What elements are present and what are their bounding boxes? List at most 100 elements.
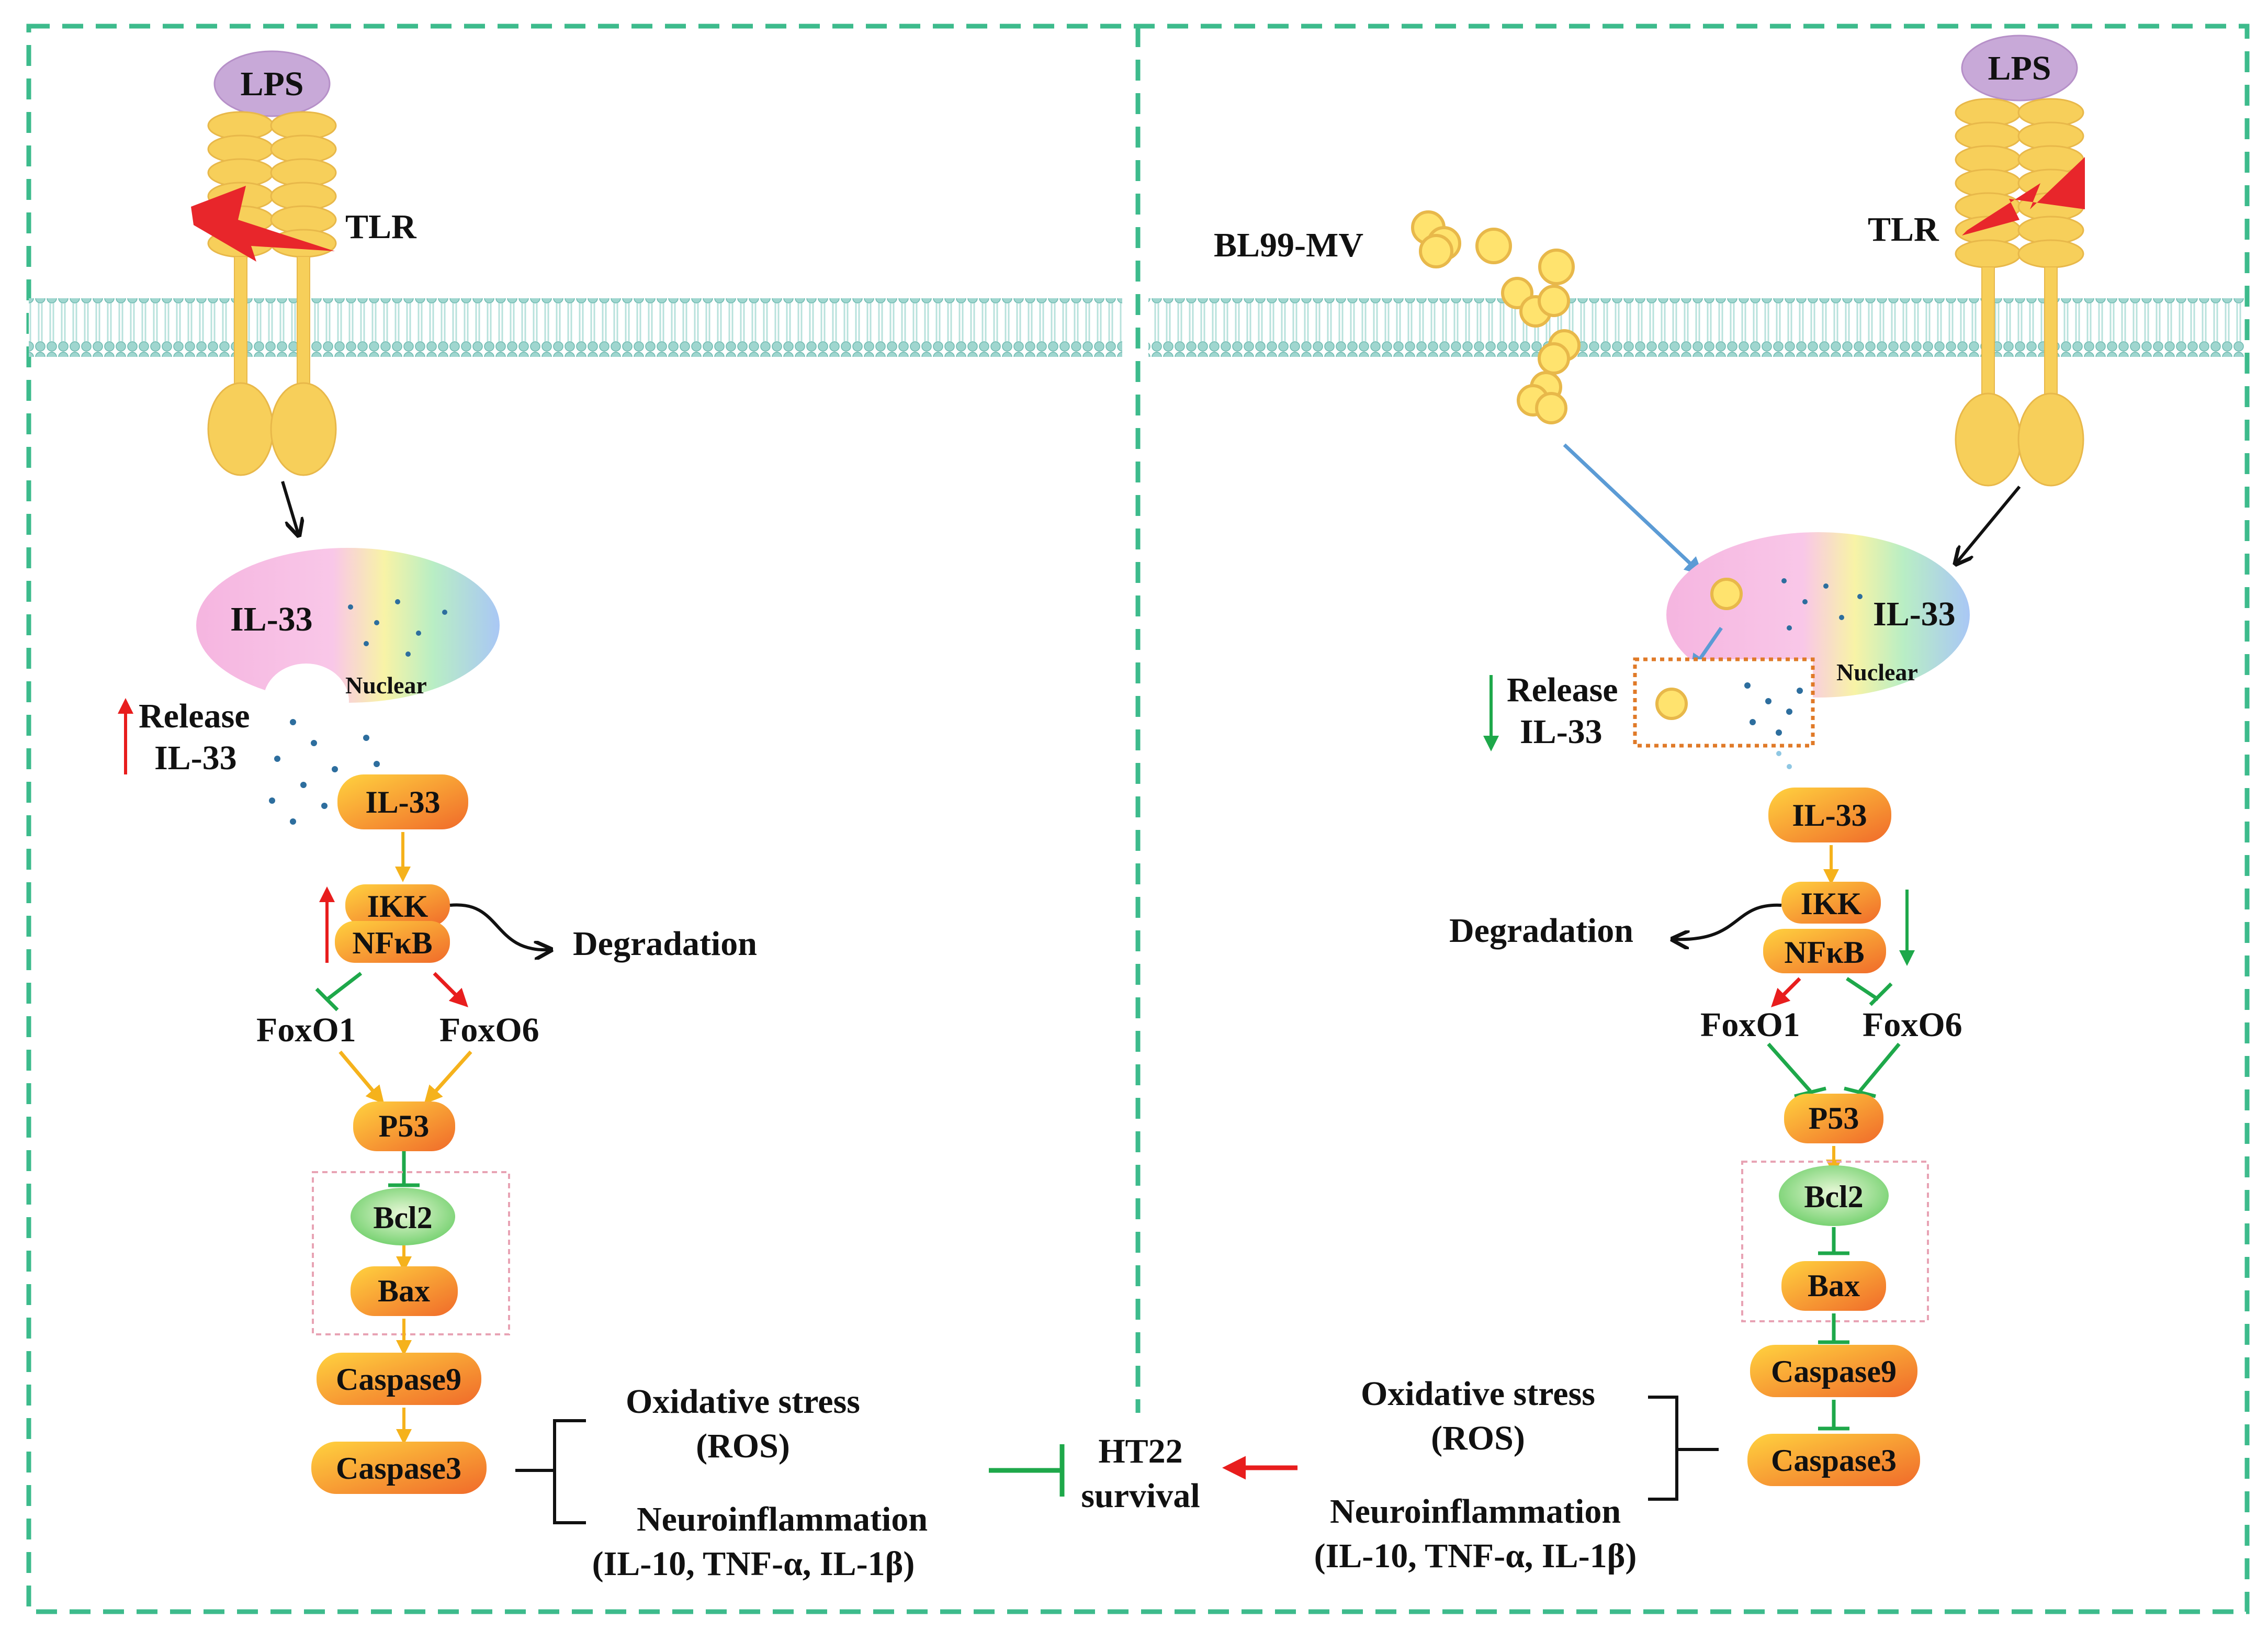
vesicle-in-nucleus — [1710, 578, 1743, 610]
tlr-label-right: TLR — [1868, 210, 1939, 249]
oxidative-label-left: Oxidative stress — [626, 1382, 860, 1421]
inhibit-bar-foxo1-left — [315, 987, 339, 1011]
cell-membrane-right — [1148, 298, 2244, 357]
caspase3-pill-left — [311, 1442, 487, 1494]
foxo6-label-left: FoxO6 — [439, 1011, 539, 1049]
il33-pill-right — [1768, 788, 1891, 842]
il33-pill-left — [337, 774, 468, 829]
ros-label-right: (ROS) — [1431, 1419, 1525, 1457]
arrow-receptor-to-nucleus-right — [1957, 486, 2021, 563]
bracket-left — [515, 1419, 586, 1524]
nfkb-pill-left — [335, 921, 450, 963]
left-panel: LPS TLR IL-33 Nuclear — [118, 50, 928, 1583]
caspase9-pill-right — [1750, 1345, 1917, 1397]
release-il33-label-left: IL-33 — [154, 739, 237, 777]
ht22-label: HT22 — [1098, 1432, 1182, 1470]
tlr-label-left: TLR — [345, 208, 417, 246]
oxidative-label-right: Oxidative stress — [1361, 1375, 1595, 1413]
tlr-receptor-left — [207, 111, 337, 476]
nucleus-pore-left — [263, 664, 349, 739]
bax-label-left: Bax — [378, 1274, 430, 1308]
arrow-nfkb-foxo6-left — [433, 972, 468, 1007]
release-il33-label-right: IL-33 — [1520, 713, 1603, 751]
caspase9-label-left: Caspase9 — [336, 1362, 461, 1397]
nucleus-right — [1666, 532, 1970, 698]
nucleus-il33-label-right: IL-33 — [1873, 595, 1956, 633]
bcl2-ellipse-right — [1779, 1165, 1889, 1226]
bl99-label: BL99-MV — [1214, 226, 1363, 264]
blue-arrow-vesicle-to-nucleus — [1563, 443, 1703, 576]
release-label-right: Release — [1507, 671, 1618, 709]
ikk-pill-left — [345, 884, 450, 926]
cytokines-label-left: (IL-10, TNF-α, IL-1β) — [592, 1545, 915, 1583]
bax-label-right: Bax — [1808, 1268, 1860, 1303]
foxo1-label-right: FoxO1 — [1700, 1006, 1800, 1044]
center-outcome: HT22 survival — [989, 1432, 1297, 1515]
mito-box-left — [312, 1171, 510, 1335]
cell-membrane-left — [29, 298, 1122, 357]
neuroinflammation-label-right: Neuroinflammation — [1330, 1492, 1621, 1531]
lps-ellipse-left — [213, 50, 331, 117]
lightning-icon-right — [1962, 157, 2085, 235]
inhibit-foxo1-p53-right — [1767, 1042, 1812, 1093]
il33-label-left: IL-33 — [365, 785, 440, 819]
inhibit-bar-p53b-right — [1844, 1086, 1876, 1098]
arrow-foxo1-p53-left — [338, 1050, 385, 1105]
nucleus-il33-label-left: IL-33 — [230, 600, 313, 638]
ikk-label-left: IKK — [367, 889, 428, 924]
nuclear-label-right: Nuclear — [1836, 659, 1918, 685]
inhibit-bar-p53a-right — [1794, 1086, 1826, 1098]
arrow-to-degradation-left — [449, 903, 549, 950]
ikk-pill-right — [1781, 882, 1881, 924]
retained-il33-dots-right — [1744, 578, 1863, 769]
caspase3-label-left: Caspase3 — [336, 1451, 461, 1486]
il33-label-right: IL-33 — [1792, 798, 1867, 833]
arrow-to-degradation-right — [1674, 903, 1782, 939]
lightning-icon-left — [191, 186, 335, 262]
arrow-foxo6-p53-left — [424, 1050, 472, 1105]
inhibit-foxo6-p53-right — [1858, 1042, 1901, 1093]
bcl2-label-right: Bcl2 — [1804, 1179, 1863, 1214]
bax-pill-left — [351, 1266, 458, 1316]
survival-label: survival — [1081, 1477, 1200, 1515]
inhibit-bar-foxo6-right — [1869, 982, 1893, 1006]
ikk-label-right: IKK — [1801, 886, 1862, 921]
nfkb-label-left: NFκB — [352, 926, 432, 960]
released-il33-dots-left — [269, 599, 447, 825]
bax-pill-right — [1781, 1261, 1886, 1311]
bracket-right — [1648, 1396, 1719, 1501]
nucleus-left — [196, 548, 500, 703]
inhibit-nfkb-foxo6-right — [1846, 977, 1879, 1001]
bcl2-label-left: Bcl2 — [373, 1200, 432, 1235]
nfkb-label-right: NFκB — [1784, 935, 1864, 970]
caspase3-pill-right — [1747, 1434, 1920, 1486]
lps-label-left: LPS — [240, 65, 303, 103]
right-panel: LPS TLR BL99-MV — [1214, 35, 2085, 1575]
bl99-vesicles — [1411, 210, 1581, 424]
nfkb-pill-right — [1763, 929, 1886, 973]
arrow-receptor-to-nucleus-left — [281, 481, 298, 534]
foxo6-label-right: FoxO6 — [1863, 1006, 1962, 1044]
neuroinflammation-label-left: Neuroinflammation — [637, 1500, 928, 1538]
degradation-label-left: Degradation — [573, 925, 757, 963]
p53-label-left: P53 — [379, 1109, 430, 1143]
caspase9-pill-left — [317, 1353, 481, 1405]
caspase3-label-right: Caspase3 — [1771, 1443, 1897, 1478]
vesicle-at-pore — [1655, 688, 1688, 720]
caspase9-label-right: Caspase9 — [1771, 1354, 1897, 1389]
tlr-receptor-right — [1955, 98, 2084, 487]
inhibit-nfkb-foxo1-left — [325, 972, 363, 1001]
lps-ellipse-right — [1961, 35, 2078, 102]
p53-pill-left — [353, 1101, 455, 1151]
bcl2-ellipse-left — [351, 1188, 455, 1245]
ros-label-left: (ROS) — [696, 1427, 790, 1465]
arrow-nfkb-foxo1-right — [1771, 977, 1801, 1007]
release-label-left: Release — [139, 697, 250, 735]
nuclear-label-left: Nuclear — [345, 672, 427, 699]
degradation-label-right: Degradation — [1449, 912, 1633, 950]
foxo1-label-left: FoxO1 — [256, 1011, 356, 1049]
cytokines-label-right: (IL-10, TNF-α, IL-1β) — [1314, 1537, 1637, 1575]
p53-pill-right — [1784, 1094, 1883, 1143]
